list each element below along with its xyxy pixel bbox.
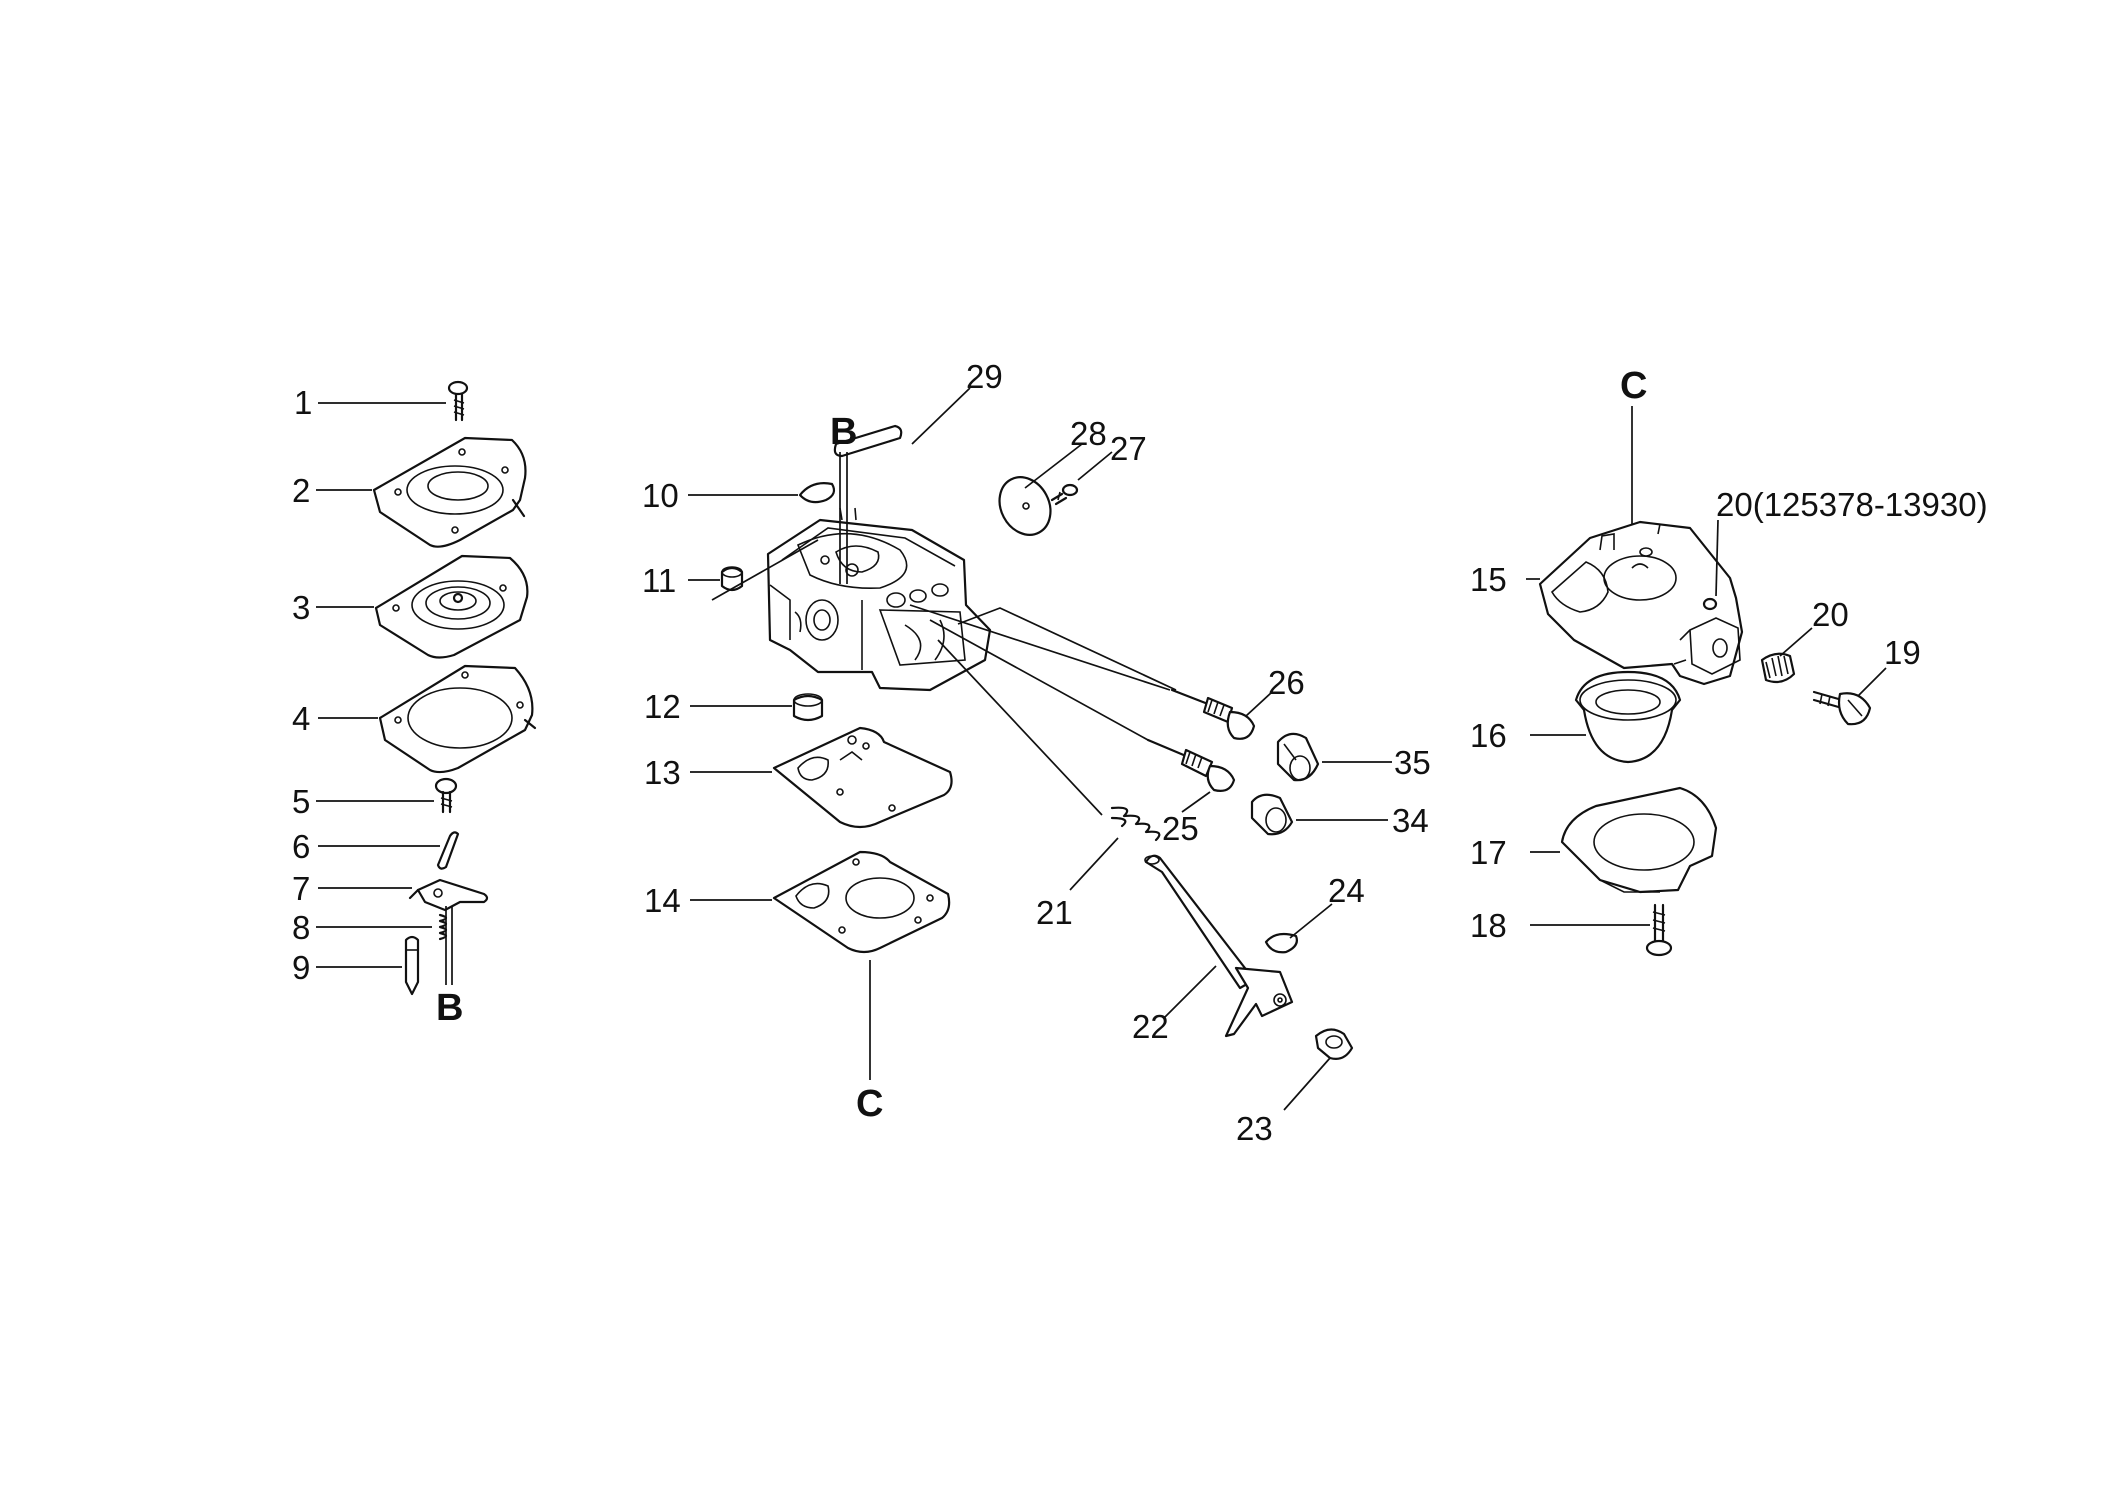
part-6-pin xyxy=(436,831,460,870)
part-24-clip xyxy=(1264,932,1298,954)
part-14-gasket xyxy=(772,850,951,954)
label-part-11: 11 xyxy=(642,562,676,599)
carburetor-body xyxy=(766,507,992,692)
part-18-screw xyxy=(1645,903,1673,957)
label-part-14: 14 xyxy=(644,882,681,919)
part-28-throttle-plate xyxy=(998,476,1052,536)
leader-23 xyxy=(1283,1057,1331,1111)
part-34-limiter-cap xyxy=(1250,793,1294,836)
part-29-plug xyxy=(833,424,903,458)
label-part-12: 12 xyxy=(644,688,681,725)
label-part-20: 20 xyxy=(1812,596,1849,633)
label-part-5: 5 xyxy=(292,783,310,820)
ref-label-c-bottom: C xyxy=(856,1083,883,1125)
label-part-20-alt: 20(125378-13930) xyxy=(1716,486,1988,523)
leader-29 xyxy=(911,387,971,445)
label-part-2: 2 xyxy=(292,472,310,509)
part-25-needle xyxy=(1146,738,1236,792)
ref-label-b-bottom: B xyxy=(436,987,463,1029)
leader-body-to-25 xyxy=(929,619,1149,741)
leader-19 xyxy=(1857,667,1887,697)
part-17-retainer xyxy=(1560,786,1718,894)
leader-28 xyxy=(1024,443,1083,489)
leader-20b xyxy=(1715,519,1719,597)
part-5-screw xyxy=(434,777,458,814)
label-part-29: 29 xyxy=(966,358,1003,395)
label-part-1: 1 xyxy=(294,384,312,421)
label-part-26: 26 xyxy=(1268,664,1305,701)
part-20-spring xyxy=(1760,652,1796,684)
leader-body-vent xyxy=(957,607,1177,691)
part-9-needle xyxy=(404,935,420,996)
part-15-pump-cover xyxy=(1538,520,1744,686)
leader-27 xyxy=(1077,451,1113,481)
part-27-screw xyxy=(1050,483,1079,506)
part-2-cover xyxy=(372,436,527,548)
part-20-small-valve xyxy=(1702,597,1718,611)
label-part-28: 28 xyxy=(1070,415,1107,452)
label-part-25: 25 xyxy=(1162,810,1199,847)
part-13-diaphragm xyxy=(772,726,953,829)
label-part-16: 16 xyxy=(1470,717,1507,754)
leader-22 xyxy=(1163,965,1217,1019)
part-35-limiter-cap xyxy=(1276,732,1320,782)
leader-body-to-vent xyxy=(711,539,819,601)
label-part-4: 4 xyxy=(292,700,310,737)
label-part-3: 3 xyxy=(292,589,310,626)
part-8-spring xyxy=(438,913,448,941)
label-part-18: 18 xyxy=(1470,907,1507,944)
leader-body-to-21 xyxy=(937,639,1103,816)
label-part-9: 9 xyxy=(292,949,310,986)
leader-26 xyxy=(1245,691,1273,717)
part-3-pump-diaphragm xyxy=(374,554,529,659)
part-4-gasket xyxy=(378,664,537,774)
part-1-screw xyxy=(447,380,469,422)
label-part-23: 23 xyxy=(1236,1110,1273,1147)
leader-24 xyxy=(1289,903,1333,939)
part-11-jet xyxy=(720,566,744,592)
part-10-clip xyxy=(798,482,836,504)
part-16-primer-bulb xyxy=(1574,670,1682,764)
part-12-cap xyxy=(792,693,824,722)
part-21-spring xyxy=(1110,806,1161,842)
label-part-22: 22 xyxy=(1132,1008,1169,1045)
label-part-21: 21 xyxy=(1036,894,1073,931)
label-part-13: 13 xyxy=(644,754,681,791)
label-part-24: 24 xyxy=(1328,872,1365,909)
label-part-17: 17 xyxy=(1470,834,1507,871)
label-part-8: 8 xyxy=(292,909,310,946)
ref-label-c-right: C xyxy=(1620,365,1647,407)
part-22-throttle-shaft xyxy=(1144,854,1294,1038)
part-19-screw xyxy=(1812,690,1872,726)
part-7-lever xyxy=(408,878,489,912)
label-part-10: 10 xyxy=(642,477,679,514)
label-part-15: 15 xyxy=(1470,561,1507,598)
label-part-7: 7 xyxy=(292,870,310,907)
label-part-6: 6 xyxy=(292,828,310,865)
leader-21 xyxy=(1069,837,1119,891)
label-part-19: 19 xyxy=(1884,634,1921,671)
leader-25 xyxy=(1181,791,1211,813)
part-26-needle xyxy=(1170,688,1256,740)
label-part-35: 35 xyxy=(1394,744,1431,781)
part-23-nut xyxy=(1314,1028,1354,1060)
leader-body-to-26 xyxy=(909,604,1171,691)
label-part-34: 34 xyxy=(1392,802,1429,839)
leader-20a xyxy=(1779,627,1813,657)
label-part-27: 27 xyxy=(1110,430,1147,467)
ref-label-b-top: B xyxy=(830,411,857,453)
